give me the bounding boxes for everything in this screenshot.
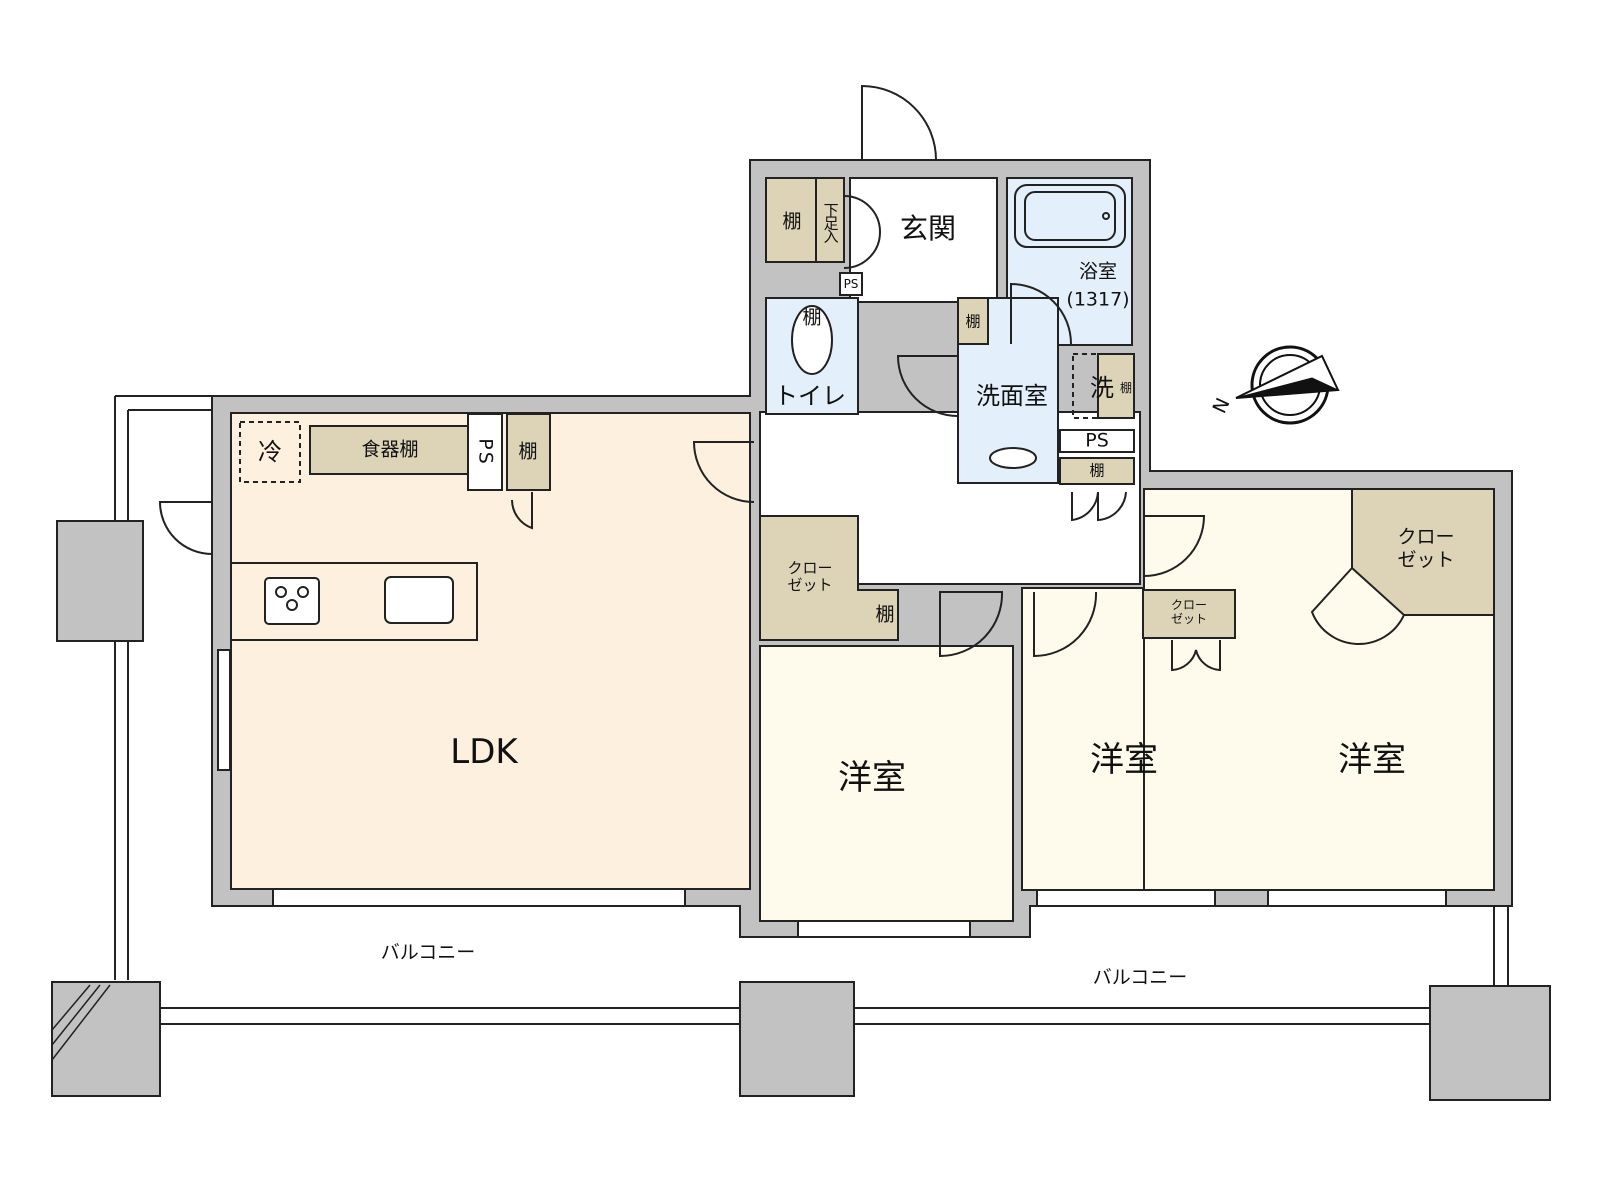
refrigerator-label: 冷 (258, 438, 282, 466)
ps-toilet-label: PS (843, 277, 859, 291)
compass-icon (1235, 345, 1340, 425)
balcony-label-left: バルコニー (380, 941, 476, 964)
bathroom-size: (1317) (1066, 288, 1130, 311)
wash-shelf-top-label: 棚 (965, 312, 981, 331)
closet-1-shelf-label: 棚 (875, 603, 895, 626)
closet-1-label: クロー ゼット (787, 558, 833, 594)
cupboard-label: 食器棚 (361, 438, 419, 461)
room-label-bedroom-1: 洋室 (838, 758, 906, 798)
entrance-shelf-label: 棚 (782, 210, 802, 233)
toilet-shelf-label: 棚 (802, 306, 822, 329)
floors (230, 177, 1495, 922)
room-label-entrance: 玄関 (899, 212, 957, 245)
balcony-label-right: バルコニー (1092, 966, 1188, 989)
storage-blocks (309, 177, 1495, 641)
washer-label: 洗 (1090, 374, 1114, 402)
room-label-bathroom: 浴室 (1078, 260, 1118, 283)
room-label-washroom: 洗面室 (976, 382, 1048, 410)
room-label-bedroom-2: 洋室 (1090, 740, 1158, 780)
room-label-toilet: トイレ (774, 382, 846, 410)
fixtures (230, 184, 1135, 641)
ps-wash-label: PS (1085, 429, 1109, 452)
structural-pillars (51, 520, 1551, 1101)
kitchen-shelf-label: 棚 (518, 440, 538, 463)
ps-kitchen-label: PS (474, 438, 497, 466)
wash-shelf-bottom-label: 棚 (1089, 461, 1105, 480)
doors (158, 84, 1405, 672)
room-label-bedroom-3: 洋室 (1338, 740, 1406, 780)
closet-2-label: クロー ゼット (1170, 598, 1208, 626)
shoe-box-label: 下足入 (821, 202, 840, 242)
room-label-ldk: LDK (450, 732, 518, 772)
closet-3-label: クロー ゼット (1397, 526, 1455, 571)
windows (217, 649, 1447, 938)
washer-shelf-label: 棚 (1119, 381, 1133, 395)
